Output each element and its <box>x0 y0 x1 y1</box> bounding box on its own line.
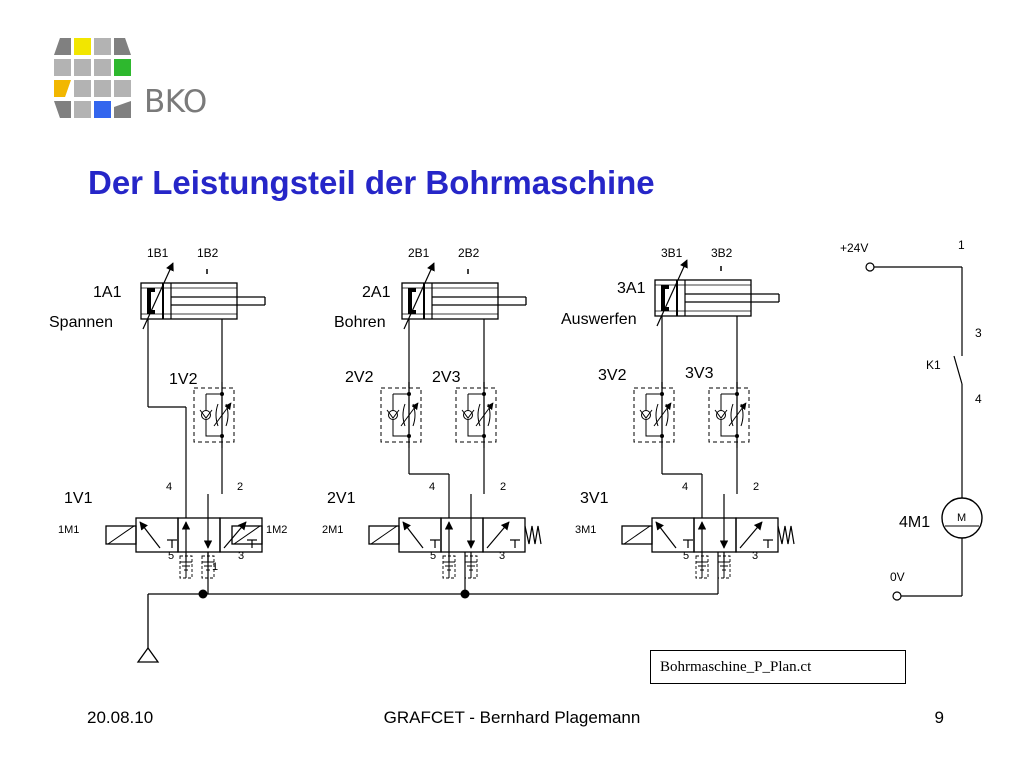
port-label: 4 <box>682 481 688 493</box>
cylinder-name-label: Spannen <box>49 314 113 331</box>
logo-square <box>114 80 131 97</box>
cylinder-name-label: Auswerfen <box>561 311 637 328</box>
directional-valve-1v1 <box>105 494 263 578</box>
logo-square <box>94 80 111 97</box>
port-label: 4 <box>429 481 435 493</box>
motor-4m1: M <box>941 497 983 539</box>
terminal-label: 1 <box>958 238 965 252</box>
port-label: 5 <box>683 550 689 562</box>
port-label: 2 <box>237 481 243 493</box>
motor-label: 4M1 <box>899 514 930 531</box>
sensor-label: 1B1 <box>147 246 169 260</box>
throttle-label: 2V3 <box>432 369 461 386</box>
solenoid-label: 3M1 <box>575 524 596 536</box>
logo-square <box>94 59 111 76</box>
terminal-label: 3 <box>975 326 982 340</box>
supply-plus-label: +24V <box>840 241 868 255</box>
logo-square <box>74 80 91 97</box>
cylinder-id-label: 1A1 <box>93 284 122 301</box>
logo-square <box>94 38 111 55</box>
throttle-valve-3v2 <box>634 382 674 448</box>
port-label: 3 <box>499 550 505 562</box>
valve-label: 3V1 <box>580 490 609 507</box>
terminal-label: 4 <box>975 392 982 406</box>
throttle-label: 2V2 <box>345 369 374 386</box>
directional-valve-2v1 <box>368 494 542 578</box>
sensor-label: 1B2 <box>197 246 219 260</box>
directional-valve-3v1 <box>621 494 795 578</box>
cylinder-id-label: 2A1 <box>362 284 391 301</box>
logo-square <box>54 59 71 76</box>
sensor-label: 3B1 <box>661 246 683 260</box>
electrical-circuit <box>865 262 963 601</box>
port-label: 2 <box>753 481 759 493</box>
cylinder-3a1 <box>655 260 779 326</box>
cylinder-1a1 <box>141 263 265 329</box>
valve-label: 1V1 <box>64 490 93 507</box>
supply-zero-label: 0V <box>890 570 905 584</box>
sensor-label: 2B2 <box>458 246 480 260</box>
footer-date: 20.08.10 <box>87 708 154 727</box>
logo-square <box>74 38 91 55</box>
valve-label: 2V1 <box>327 490 356 507</box>
file-name-label: Bohrmaschine_P_Plan.ct <box>650 650 906 684</box>
solenoid-label: 2M1 <box>322 524 343 536</box>
cylinder-id-label: 3A1 <box>617 280 646 297</box>
port-label: 5 <box>430 550 436 562</box>
logo-square <box>74 101 91 118</box>
sensor-label: 3B2 <box>711 246 733 260</box>
cylinder-name-label: Bohren <box>334 314 386 331</box>
compressed-air-supply-line <box>147 589 718 648</box>
contact-label: K1 <box>926 358 941 372</box>
bko-logo <box>52 38 222 120</box>
motor-symbol: M <box>957 512 966 524</box>
throttle-valve-2v3 <box>456 382 496 448</box>
port-label: 3 <box>752 550 758 562</box>
sensor-label: 2B1 <box>408 246 430 260</box>
solenoid-label: 1M2 <box>266 524 287 536</box>
footer-author: GRAFCET - Bernhard Plagemann <box>383 708 641 727</box>
pressure-source-icon <box>136 646 160 663</box>
port-label: 2 <box>500 481 506 493</box>
footer-page-number: 9 <box>934 708 944 727</box>
port-label: 1 <box>212 561 218 573</box>
port-label: 4 <box>166 481 172 493</box>
throttle-label: 3V2 <box>598 367 627 384</box>
slide-title: Der Leistungsteil der Bohrmaschine <box>88 164 655 201</box>
throttle-valve-1v2 <box>194 382 234 448</box>
logo-square <box>94 101 111 118</box>
throttle-valve-2v2 <box>381 382 421 448</box>
logo-square <box>114 59 131 76</box>
port-label: 5 <box>168 550 174 562</box>
cylinder-2a1 <box>402 263 526 329</box>
logo-text: BKO <box>144 84 207 120</box>
port-label: 3 <box>238 550 244 562</box>
throttle-label: 3V3 <box>685 365 714 382</box>
throttle-label: 1V2 <box>169 371 198 388</box>
solenoid-label: 1M1 <box>58 524 79 536</box>
logo-square <box>74 59 91 76</box>
throttle-valve-3v3 <box>709 382 749 448</box>
